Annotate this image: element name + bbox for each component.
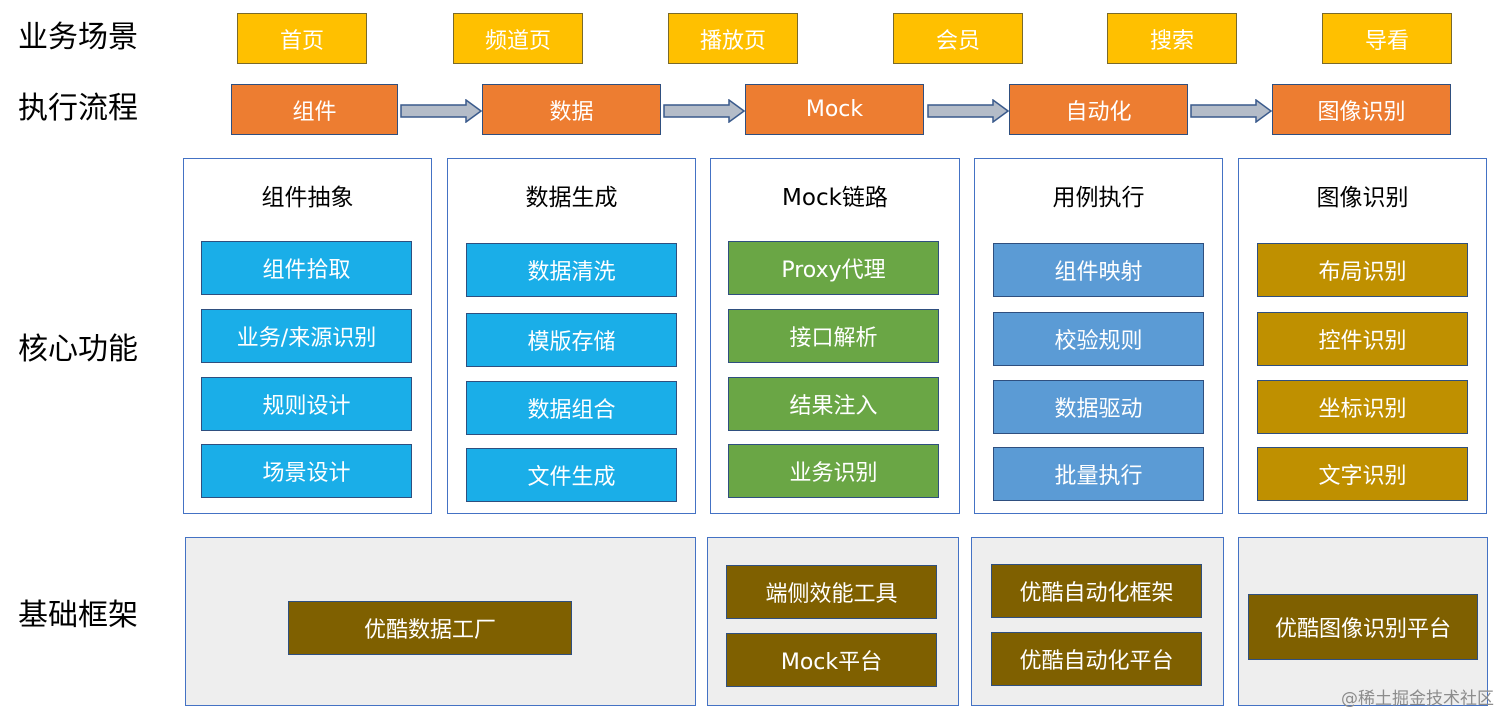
row-label-scenes: 业务场景	[18, 20, 138, 55]
row-label-flow: 执行流程	[18, 91, 138, 126]
scene-membership: 会员	[893, 13, 1023, 64]
feature-validation-rules: 校验规则	[993, 312, 1204, 366]
foundation-client-efficiency-tools: 端侧效能工具	[726, 565, 937, 619]
flow-arrow-4	[1190, 99, 1272, 123]
flow-arrow-3	[927, 99, 1009, 123]
foundation-automation-platform: 优酷自动化平台	[991, 632, 1202, 686]
feature-data-combination: 数据组合	[466, 381, 677, 435]
feature-scene-design: 场景设计	[201, 444, 412, 498]
feature-batch-execution: 批量执行	[993, 447, 1204, 501]
feature-rule-design: 规则设计	[201, 377, 412, 431]
feature-component-pick: 组件拾取	[201, 241, 412, 295]
foundation-data-factory: 优酷数据工厂	[288, 601, 572, 655]
module-title-cases: 用例执行	[1052, 185, 1145, 211]
feature-business-source-identify: 业务/来源识别	[201, 309, 412, 363]
feature-proxy: Proxy代理	[728, 241, 939, 295]
watermark: @稀土掘金技术社区	[1341, 689, 1494, 709]
flow-arrow-1	[400, 99, 482, 123]
feature-result-injection: 结果注入	[728, 377, 939, 431]
module-title-image: 图像识别	[1316, 185, 1409, 211]
row-label-base: 基础框架	[18, 598, 138, 633]
flow-data: 数据	[482, 84, 661, 135]
feature-control-recognition: 控件识别	[1257, 312, 1468, 366]
feature-file-generation: 文件生成	[466, 448, 677, 502]
feature-data-cleaning: 数据清洗	[466, 243, 677, 297]
flow-component: 组件	[231, 84, 398, 135]
scene-home: 首页	[237, 13, 367, 64]
scene-channel: 频道页	[453, 13, 583, 64]
flow-automation: 自动化	[1009, 84, 1188, 135]
flow-arrow-2	[663, 99, 745, 123]
flow-image-recognition: 图像识别	[1272, 84, 1451, 135]
feature-layout-recognition: 布局识别	[1257, 243, 1468, 297]
feature-api-parsing: 接口解析	[728, 309, 939, 363]
module-title-mock: Mock链路	[782, 185, 888, 211]
module-title-components: 组件抽象	[261, 185, 354, 211]
feature-coordinate-recognition: 坐标识别	[1257, 380, 1468, 434]
feature-data-driven: 数据驱动	[993, 380, 1204, 434]
scene-guide: 导看	[1322, 13, 1452, 64]
feature-text-recognition: 文字识别	[1257, 447, 1468, 501]
foundation-mock-platform: Mock平台	[726, 633, 937, 687]
feature-component-mapping: 组件映射	[993, 243, 1204, 297]
foundation-automation-framework: 优酷自动化框架	[991, 564, 1202, 618]
row-label-core: 核心功能	[18, 332, 138, 367]
feature-template-storage: 模版存储	[466, 313, 677, 367]
scene-playback: 播放页	[668, 13, 798, 64]
module-title-data: 数据生成	[525, 185, 618, 211]
feature-business-identify: 业务识别	[728, 444, 939, 498]
flow-mock: Mock	[745, 84, 924, 135]
foundation-image-recognition-platform: 优酷图像识别平台	[1248, 594, 1478, 660]
scene-search: 搜索	[1107, 13, 1237, 64]
